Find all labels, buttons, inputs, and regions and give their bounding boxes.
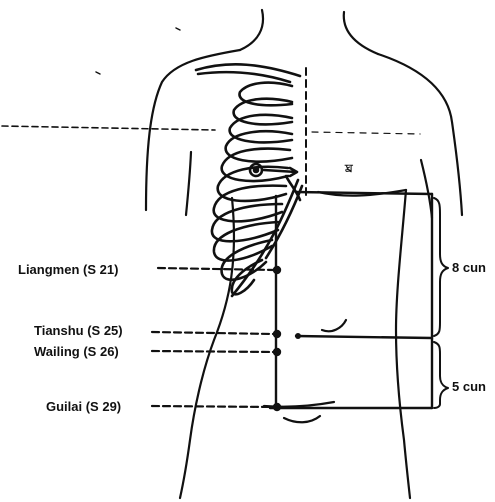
- torso-outline: [146, 10, 462, 498]
- meridian-line: [270, 192, 432, 408]
- rib: [230, 115, 292, 143]
- small-tick: [176, 28, 180, 30]
- leader-guilai: [152, 406, 274, 407]
- left-flank: [180, 198, 234, 498]
- nipple-dot: [254, 168, 258, 172]
- reference-lines: [2, 28, 420, 196]
- brace-lower: [434, 342, 448, 408]
- top-horizontal: [296, 192, 432, 194]
- point-navel-line: [295, 333, 301, 339]
- label-5-cun: 5 cun: [452, 379, 486, 394]
- label-liangmen: Liangmen (S 21): [18, 262, 118, 277]
- horizontal-dashed-line-right: [312, 132, 420, 134]
- rib: [234, 99, 292, 125]
- left-armpit: [186, 152, 191, 215]
- point-tianshu: [273, 330, 281, 338]
- point-guilai: [273, 403, 281, 411]
- brace-upper: [434, 198, 448, 336]
- point-liangmen: [273, 266, 281, 274]
- neck-right: [344, 12, 378, 54]
- leader-lines: [152, 268, 274, 407]
- horizontal-dashed-line: [2, 126, 215, 130]
- pubic-curve: [284, 416, 320, 422]
- point-wailing: [273, 348, 281, 356]
- neck-left: [240, 10, 263, 50]
- label-8-cun: 8 cun: [452, 260, 486, 275]
- small-tick: [96, 72, 100, 74]
- right-flank: [396, 190, 410, 498]
- leader-tianshu: [152, 332, 274, 334]
- leader-wailing: [152, 351, 274, 352]
- label-wailing: Wailing (S 26): [34, 344, 119, 359]
- navel: [322, 320, 346, 331]
- nipple-arrow: [264, 170, 296, 172]
- clavicle-lower: [198, 72, 290, 82]
- label-tianshu: Tianshu (S 25): [34, 323, 123, 338]
- rib: [226, 131, 292, 161]
- navel-horizontal: [296, 336, 432, 338]
- leader-liangmen: [158, 268, 274, 270]
- right-armpit: [421, 160, 432, 218]
- rib-cage: [196, 64, 302, 296]
- label-guilai: Guilai (S 29): [46, 399, 121, 414]
- nipple-marking: ঘ্ৰ: [344, 163, 354, 175]
- braces: [434, 198, 448, 408]
